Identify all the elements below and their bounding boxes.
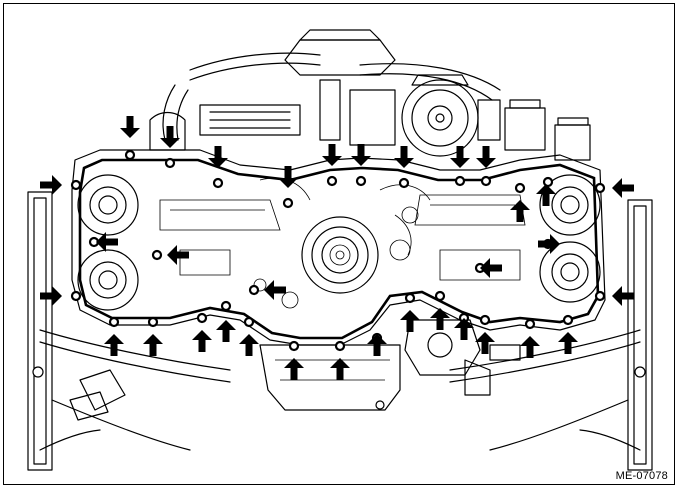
arrow-markers (40, 116, 634, 380)
arrow-marker (216, 320, 236, 342)
timing-chain-cover (71, 149, 606, 346)
arrow-marker (536, 184, 556, 206)
arrow-marker (612, 178, 634, 198)
arrow-marker (400, 310, 420, 332)
bolt-marker (326, 175, 338, 187)
arrow-marker (510, 200, 530, 222)
arrow-marker (330, 358, 350, 380)
arrow-marker (239, 334, 259, 356)
arrow-marker (167, 245, 189, 265)
bolt-marker (562, 314, 574, 326)
bolt-marker (147, 316, 159, 328)
arrow-marker (40, 286, 62, 306)
bolt-marker (355, 175, 367, 187)
bolt-marker (108, 316, 120, 328)
arrow-marker (264, 280, 286, 300)
arrow-marker (430, 308, 450, 330)
arrow-marker (322, 144, 342, 166)
bolt-marker (480, 175, 492, 187)
arrow-marker (475, 332, 495, 354)
alternator (401, 74, 501, 157)
intake-manifold (149, 29, 501, 151)
bolt-marker (248, 284, 260, 296)
arrow-marker (520, 336, 540, 358)
bolt-marker (220, 300, 232, 312)
bolt-marker (282, 197, 294, 209)
arrow-marker (538, 234, 560, 254)
bolt-markers (70, 149, 606, 352)
bolt-marker (524, 318, 536, 330)
arrow-marker (558, 332, 578, 354)
arrow-marker (367, 334, 387, 356)
bolt-marker (334, 340, 346, 352)
engine-stand (27, 191, 653, 471)
arrow-marker (96, 232, 118, 252)
oil-filler-neck (504, 99, 591, 161)
arrow-marker (351, 144, 371, 166)
bolt-marker (164, 157, 176, 169)
bolt-marker (398, 177, 410, 189)
arrow-marker (40, 175, 62, 195)
bolt-marker (594, 290, 606, 302)
bolt-marker (124, 149, 136, 161)
arrow-marker (476, 146, 496, 168)
arrow-marker (612, 286, 634, 306)
bolt-marker (404, 292, 416, 304)
bolt-marker (479, 314, 491, 326)
arrow-marker (143, 334, 163, 356)
bolt-marker (243, 316, 255, 328)
bolt-marker (196, 312, 208, 324)
bolt-marker (212, 177, 224, 189)
bolt-marker (288, 340, 300, 352)
bolt-marker (151, 249, 163, 261)
water-pump (404, 319, 521, 396)
arrow-marker (480, 258, 502, 278)
arrow-marker (278, 166, 298, 188)
bolt-marker (70, 290, 82, 302)
bolt-marker (70, 179, 82, 191)
arrow-marker (394, 146, 414, 168)
arrow-marker (104, 334, 124, 356)
figure-code-label: ME-07078 (615, 470, 668, 482)
bolt-marker (434, 290, 446, 302)
bolt-marker (514, 182, 526, 194)
arrow-marker (120, 116, 140, 138)
bolt-marker (594, 182, 606, 194)
bolt-marker (454, 175, 466, 187)
arrow-marker (208, 146, 228, 168)
arrow-marker (454, 318, 474, 340)
arrow-marker (450, 146, 470, 168)
oil-pan (259, 344, 401, 411)
arrow-marker (192, 330, 212, 352)
arrow-marker (284, 358, 304, 380)
arrow-marker (160, 126, 180, 148)
